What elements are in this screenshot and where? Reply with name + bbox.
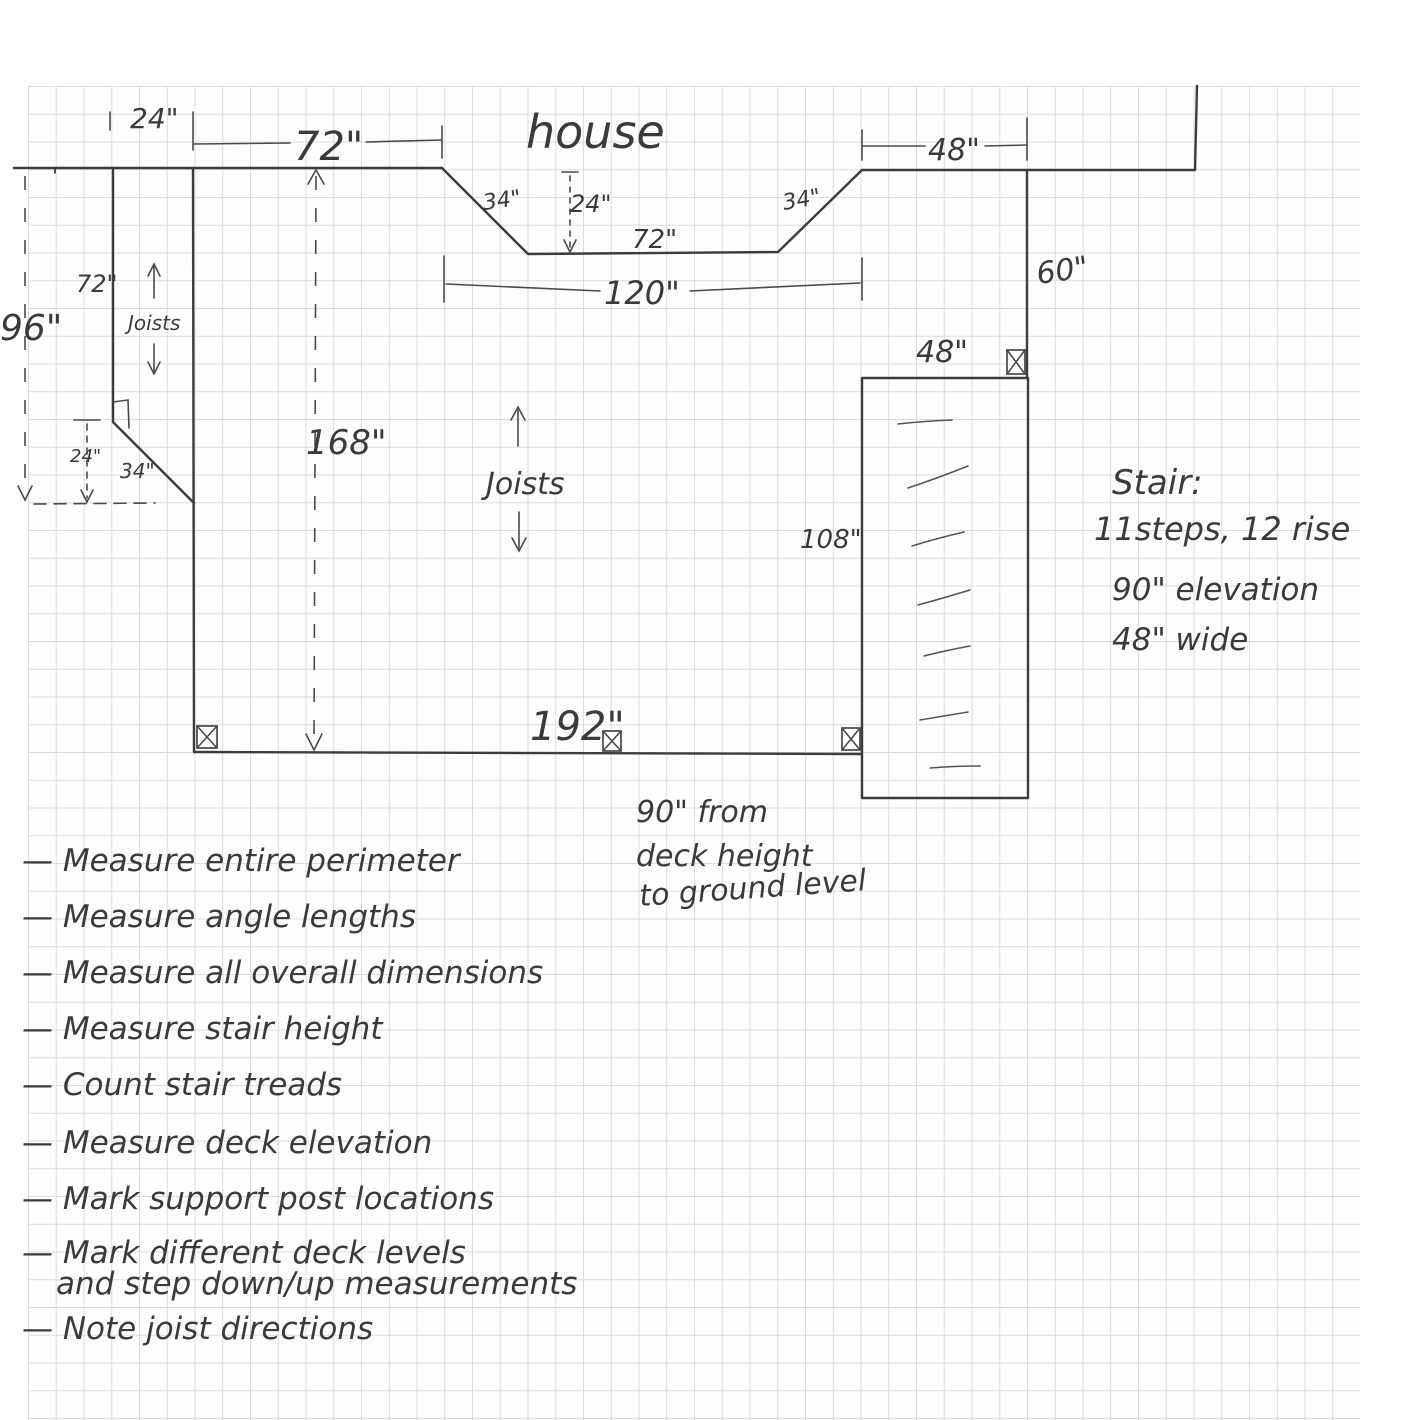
deck-bottom-edge (192, 750, 864, 756)
support-post (841, 727, 861, 751)
checklist-item: — Measure deck elevation (22, 1125, 433, 1161)
arrow-head (147, 262, 161, 277)
dim-corner-depth: 24" (70, 446, 101, 467)
joist-label-left: Joists (124, 311, 180, 335)
arrow-head (510, 405, 526, 421)
stair-tread (929, 765, 981, 769)
dimension-baseline (33, 502, 156, 505)
checklist-item: — Mark support post locations (22, 1181, 494, 1217)
dim-bump-angle-right: 34" (781, 185, 823, 216)
stair-tread (907, 465, 969, 489)
stair-tread (911, 531, 965, 547)
deck-left-edge (191, 166, 196, 754)
arrow-head (563, 239, 577, 254)
checklist-item: — Mark different deck levels and step do… (22, 1235, 578, 1302)
support-post (196, 725, 218, 749)
arrow-head (305, 733, 323, 752)
checklist-item-continued: and step down/up measurements (56, 1266, 578, 1302)
dimension-line-72 (193, 142, 291, 145)
dim-right-side: 60" (1034, 250, 1090, 292)
stair-tread (923, 645, 971, 657)
dim-deck-depth: 168" (306, 423, 387, 463)
checklist-item: — Measure all overall dimensions (22, 955, 544, 991)
stair-note-title: Stair: (1112, 463, 1203, 503)
right-angle-mark (112, 399, 130, 429)
dim-corner-angle: 34" (120, 459, 155, 483)
bay-bumpout-outline (440, 166, 864, 256)
dim-bump-inner: 72" (632, 225, 677, 255)
stair-outline (860, 376, 1030, 800)
house-label: house (526, 105, 665, 159)
joist-label-center: Joists (481, 467, 565, 502)
dimension-line-120 (445, 283, 601, 292)
support-post (1006, 349, 1026, 375)
dimension-line-48 (984, 144, 1028, 147)
stair-treads (897, 419, 981, 769)
arrow-head (17, 485, 33, 502)
arrow-head (511, 537, 527, 553)
stair-tread (897, 419, 953, 425)
elevation-note-line: 90" from (636, 795, 768, 830)
dimension-line-72 (365, 139, 443, 143)
dim-stair-width: 48" (916, 335, 968, 370)
house-wall-corner (1193, 84, 1199, 172)
stair-note-line: 90" elevation (1112, 572, 1319, 608)
dim-stair-length: 108" (800, 525, 862, 555)
dim-left-side: 72" (76, 270, 118, 298)
dim-bump-depth: 24" (570, 190, 612, 218)
stair-tread (917, 589, 971, 606)
dim-top-right-width: 48" (928, 133, 980, 168)
dim-top-left-width: 72" (294, 124, 363, 170)
dim-bump-angle-left: 34" (481, 186, 522, 216)
wing-angled-edge (111, 420, 196, 505)
checklist-item: — Measure angle lengths (22, 899, 416, 935)
checklist-item: — Count stair treads (22, 1067, 343, 1103)
checklist-item: — Note joist directions (22, 1311, 374, 1347)
dim-left-overall: 96" (0, 308, 62, 349)
dim-bump-overall: 120" (604, 274, 680, 312)
dimension-line-120 (689, 282, 861, 292)
checklist-item: — Measure entire perimeter (22, 843, 460, 879)
dim-top-left-offset: 24" (130, 102, 179, 135)
arrow-head (147, 361, 161, 376)
arrow-head (80, 489, 94, 504)
support-post (602, 730, 622, 752)
checklist-item: — Measure stair height (22, 1011, 383, 1047)
tick-mark: ' (52, 165, 58, 190)
stair-note-line: 11steps, 12 rise (1094, 510, 1350, 548)
dim-deck-width: 192" (530, 704, 625, 750)
stair-tread (919, 711, 969, 721)
arrow-head (307, 168, 325, 185)
elevation-note-line: deck height (636, 839, 814, 874)
stair-note-line: 48" wide (1112, 622, 1248, 658)
